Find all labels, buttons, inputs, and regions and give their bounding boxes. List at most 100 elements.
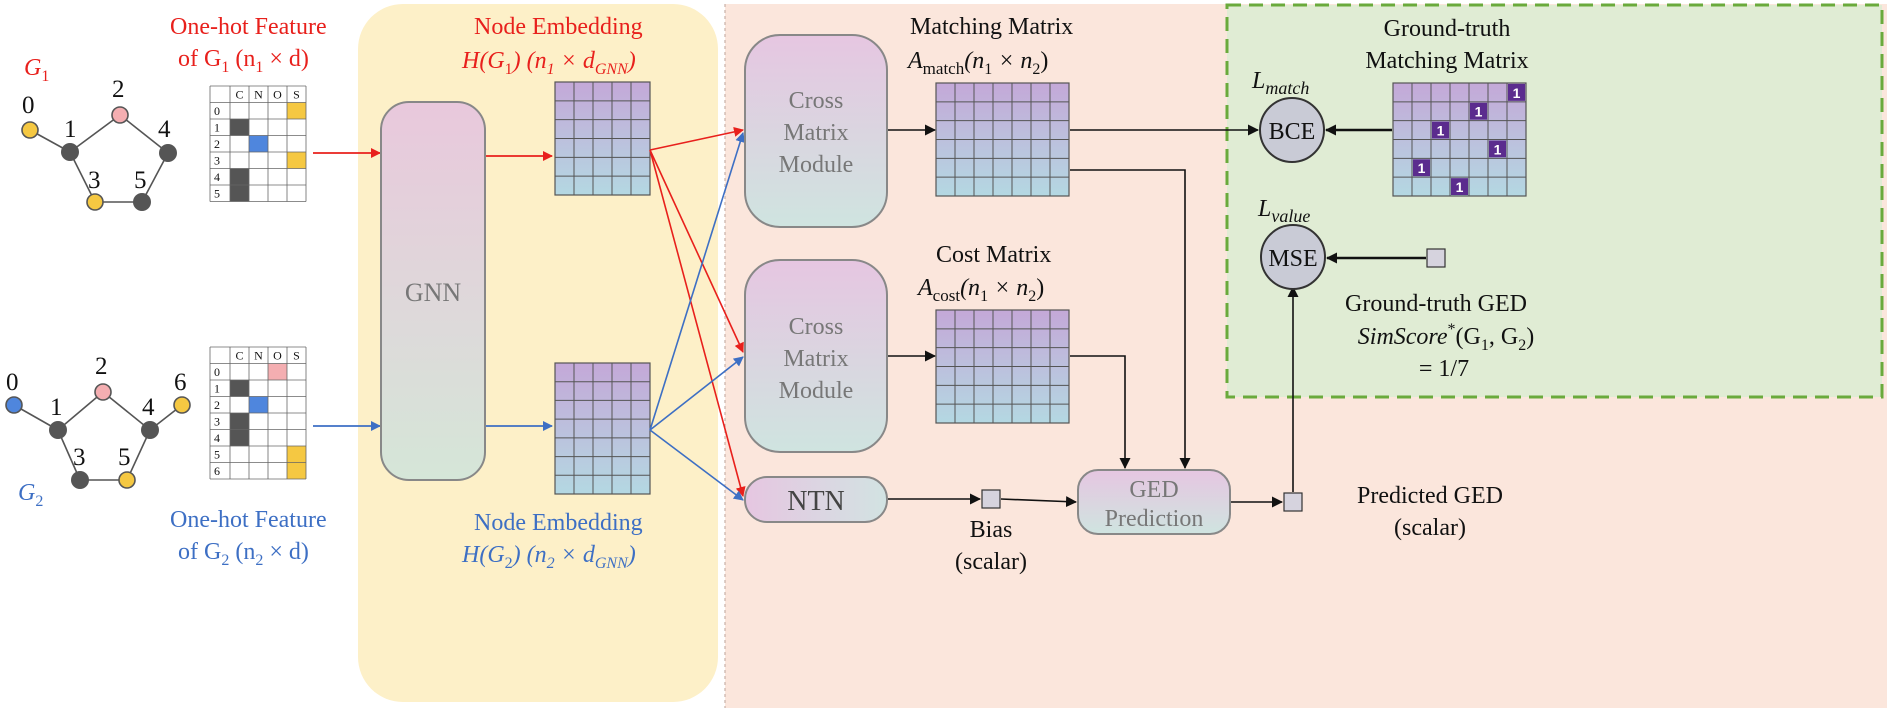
table-cell-onehot [230, 185, 249, 202]
ntn-block: NTN [744, 476, 888, 523]
g1-node-label-4: 4 [158, 116, 171, 143]
svg-text:GED: GED [1129, 477, 1178, 503]
g2-node-label-4: 4 [142, 394, 155, 421]
svg-text:BCE: BCE [1269, 119, 1316, 145]
g2-node-0 [5, 396, 23, 414]
table-cell-onehot [287, 462, 306, 479]
emb2-to-cross2-arrow [649, 356, 744, 431]
svg-text:H(G2) (n2 × dGNN): H(G2) (n2 × dGNN) [461, 542, 636, 572]
bias-label: Bias (scalar) [955, 517, 1027, 575]
bce-node: BCE [1259, 97, 1325, 163]
svg-text:(scalar): (scalar) [955, 549, 1027, 575]
gt-matching-title: Ground-truth Matching Matrix [1365, 16, 1528, 74]
table-row-header: 5 [214, 187, 220, 201]
g2-node-4 [141, 421, 159, 439]
emb1-to-cross1-arrow [649, 127, 744, 151]
embedding2-matrix [554, 362, 651, 495]
gt-match-one-cell [1470, 102, 1487, 120]
table-cell-onehot [249, 135, 268, 152]
table-row-header: 4 [214, 170, 220, 184]
svg-text:One-hot Feature: One-hot Feature [170, 507, 327, 533]
gt-match-one-label: 1 [1475, 104, 1483, 120]
svg-text:Node Embedding: Node Embedding [474, 14, 643, 40]
svg-text:MSE: MSE [1268, 246, 1317, 272]
mse-node: MSE [1260, 224, 1326, 290]
g1-node-label-5: 5 [134, 167, 147, 194]
table-row-header: 3 [214, 415, 220, 429]
svg-text:= 1/7: = 1/7 [1419, 356, 1469, 382]
table-col-header: O [273, 349, 282, 363]
table-col-header: N [254, 88, 263, 102]
g1-node-label-2: 2 [112, 76, 125, 103]
g1-feature-title: One-hot Feature of G1 (n1 × d) [170, 14, 327, 76]
g2-node-1 [49, 421, 67, 439]
gt-match-one-cell [1451, 178, 1468, 195]
svg-text:One-hot Feature: One-hot Feature [170, 14, 327, 40]
embedding2-title: Node Embedding H(G2) (n2 × dGNN) [461, 510, 643, 572]
g2-node-5 [118, 471, 136, 489]
svg-text:Cross: Cross [789, 314, 844, 340]
svg-text:H(G1) (n1 × dGNN): H(G1) (n1 × dGNN) [461, 48, 636, 78]
emb2-to-cross1-arrow [649, 132, 746, 431]
gnn-label: GNN [405, 278, 462, 307]
table-row-header: 3 [214, 154, 220, 168]
cross-module-2: Cross Matrix Module [744, 259, 888, 453]
bias-scalar [981, 489, 1001, 509]
gt-match-one-cell [1413, 159, 1430, 177]
gt-match-one-cell [1508, 84, 1525, 101]
ged-prediction-block: GED Prediction [1077, 469, 1231, 535]
table-col-header: N [254, 349, 263, 363]
match-to-ged-arrow [1070, 169, 1191, 469]
table-cell-onehot [287, 152, 306, 169]
gt-ged-title: Ground-truth GED SimScore*(G1, G2) = 1/7 [1345, 291, 1534, 382]
svg-text:Module: Module [779, 152, 854, 178]
embedding1-title: Node Embedding H(G1) (n1 × dGNN) [461, 14, 643, 78]
cost-matrix-title: Cost Matrix Acost(n1 × n2) [916, 242, 1051, 305]
table-row-header: 6 [214, 464, 220, 478]
loss-panel [1225, 3, 1884, 399]
gt-ged-scalar [1426, 248, 1446, 268]
predicted-ged-scalar [1283, 492, 1303, 512]
table-cell-onehot [230, 119, 249, 136]
svg-text:NTN: NTN [787, 486, 845, 517]
g1-node-1 [61, 143, 79, 161]
g2-node-label-2: 2 [95, 353, 108, 380]
g1-node-3 [86, 193, 104, 211]
table-row-header: 0 [214, 365, 220, 379]
table-col-header: C [235, 349, 243, 363]
loss-match-label: Lmatch [1251, 68, 1309, 98]
svg-text:Cross: Cross [789, 88, 844, 114]
g2-node-label-1: 1 [50, 394, 63, 421]
emb2-to-ntn-arrow [649, 429, 744, 501]
emb1-to-ntn-arrow [649, 149, 746, 497]
g1-node-label-0: 0 [22, 92, 35, 119]
svg-text:SimScore*(G1, G2): SimScore*(G1, G2) [1358, 321, 1534, 354]
table-row-header: 5 [214, 448, 220, 462]
g1-node-0 [21, 121, 39, 139]
svg-text:Matrix: Matrix [783, 346, 848, 372]
gt-match-one-label: 1 [1456, 179, 1464, 195]
table-col-header: S [293, 349, 300, 363]
gt-match-one-cell [1432, 121, 1449, 139]
g2-node-6 [173, 396, 191, 414]
svg-text:Matching Matrix: Matching Matrix [910, 14, 1073, 40]
svg-text:Node Embedding: Node Embedding [474, 510, 643, 536]
graph-g2: 0 1 2 3 4 5 6 G2 [5, 353, 191, 510]
emb1-to-cross2-arrow [649, 149, 744, 353]
g2-node-label-0: 0 [6, 369, 19, 396]
loss-value-label: Lvalue [1257, 196, 1310, 226]
g2-name: G2 [18, 480, 43, 510]
table-cell-onehot [268, 363, 287, 380]
g2-node-2 [94, 383, 112, 401]
gt-match-one-label: 1 [1437, 123, 1445, 139]
g1-node-label-1: 1 [64, 116, 77, 143]
bias-to-ged-arrow [1000, 496, 1077, 508]
table-cell-onehot [230, 168, 249, 185]
matching-matrix-grid [935, 82, 1070, 197]
svg-text:Ground-truth GED: Ground-truth GED [1345, 291, 1527, 317]
svg-text:of G1 (n1 × d): of G1 (n1 × d) [178, 46, 309, 76]
svg-text:Amatch(n1 × n2): Amatch(n1 × n2) [906, 48, 1048, 78]
